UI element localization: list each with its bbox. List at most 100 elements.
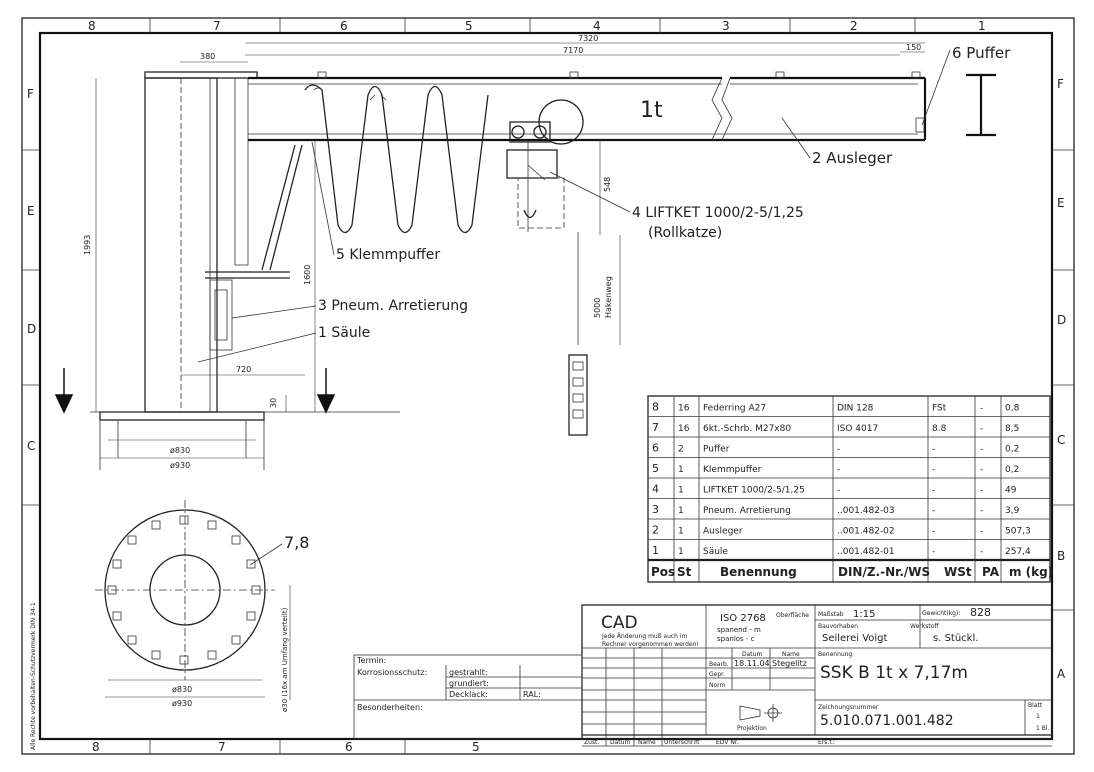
dimension-texts: 7320 7170 380 150 1993 1600 548 5000 Hak… (83, 34, 921, 470)
parts-cell: - (837, 465, 840, 475)
dim-30: 30 (269, 398, 278, 408)
zone-right-D: D (1057, 313, 1066, 327)
bearb-datum: 18.11.04 (734, 659, 770, 668)
parts-cell: 0,2 (1005, 465, 1019, 475)
parts-cell: 1 (678, 547, 684, 557)
parts-cell: - (980, 445, 983, 455)
dim-830-side: ø830 (170, 446, 190, 455)
parts-cell: - (932, 465, 935, 475)
dim-7320: 7320 (578, 34, 598, 43)
ersetzt-label: Ers.f.: (818, 739, 835, 746)
parts-cell: 3,9 (1005, 506, 1020, 516)
parts-cell: - (932, 445, 935, 455)
dim-1993: 1993 (83, 235, 92, 255)
parts-cell: Federring A27 (703, 404, 766, 414)
zone-left-C: C (27, 439, 35, 453)
parts-cell: - (837, 486, 840, 496)
zust-label: Zust. (584, 739, 599, 746)
datum-label: Datum (742, 651, 762, 658)
parts-cell: - (980, 547, 983, 557)
bauvorhaben-label: Bauvorhaben (818, 623, 858, 630)
festoon-cable (304, 84, 489, 234)
dim-hakenweg: Hakenweg (604, 276, 613, 318)
decklack-label: Decklack: (449, 690, 488, 699)
zone-left-F: F (27, 87, 34, 101)
zone-right-A: A (1057, 667, 1066, 681)
dim-1600: 1600 (303, 265, 312, 285)
parts-cell: 7 (652, 421, 659, 434)
parts-cell: FSt (932, 404, 947, 414)
parts-header-cell: Benennung (720, 565, 797, 579)
zone-labels: 8 7 6 5 4 3 2 1 8 7 6 5 F E D C F E D C … (27, 19, 1066, 754)
label-puffer: 6 Puffer (952, 44, 1011, 62)
blatt-count: 1 Bl. (1036, 725, 1050, 732)
blatt-label: Blatt (1028, 702, 1043, 709)
cad-note-2: Rechner vorgenommen werden! (602, 641, 699, 648)
massstab-value: 1:15 (853, 609, 875, 620)
parts-cell: 1 (678, 527, 684, 537)
parts-cell: Puffer (703, 445, 730, 455)
bearb-name: Stegelitz (772, 659, 807, 668)
bearb-label: Bearb. (709, 661, 729, 668)
title-block (353, 604, 1053, 747)
datum2-label: Datum (610, 739, 630, 746)
parts-cell: Klemmpuffer (703, 465, 762, 475)
parts-cell: 0,8 (1005, 404, 1020, 414)
bauvorhaben-value: Seilerei Voigt (822, 633, 888, 644)
zone-top-5: 5 (465, 19, 473, 33)
zone-top-3: 3 (722, 19, 730, 33)
dim-7170: 7170 (563, 46, 583, 55)
zeichnungsnummer-value: 5.010.071.001.482 (820, 713, 954, 729)
label-saeule: 1 Säule (318, 325, 370, 341)
zone-top-8: 8 (88, 19, 96, 33)
blatt-value: 1 (1036, 713, 1040, 720)
parts-cell: 0,2 (1005, 445, 1019, 455)
korrosion-label: Korrosionsschutz: (357, 668, 427, 677)
parts-cell: 8.8 (932, 424, 947, 434)
werkstoff-value: s. Stückl. (933, 633, 978, 644)
gepr-label: Gepr. (709, 671, 725, 678)
zone-right-B: B (1057, 549, 1065, 563)
parts-cell: - (980, 527, 983, 537)
parts-header-cell: m (kg) (1009, 565, 1053, 579)
benennung-value: SSK B 1t x 7,17m (820, 663, 968, 683)
parts-cell: - (932, 506, 935, 516)
parts-cell: 8 (652, 401, 659, 414)
name-label: Name (782, 651, 800, 658)
parts-cell: 1 (678, 506, 684, 516)
zone-top-7: 7 (213, 19, 221, 33)
parts-cell: 6kt.-Schrb. M27x80 (703, 424, 791, 434)
zeichnungsnummer-label: Zeichnungsnummer (818, 704, 879, 711)
dim-930-side: ø930 (170, 461, 190, 470)
parts-cell: 5 (652, 462, 659, 475)
brace-strut (205, 144, 303, 351)
parts-cell: 1 (652, 544, 659, 557)
parts-cell: ..001.482-03 (837, 506, 895, 516)
parts-cell: 257,4 (1005, 547, 1031, 557)
parts-cell: ..001.482-02 (837, 527, 895, 537)
gewicht-value: 828 (970, 606, 991, 619)
oberflaeche-label: Oberfläche (776, 612, 809, 619)
dim-150: 150 (906, 43, 921, 52)
zone-top-2: 2 (850, 19, 858, 33)
parts-cell: 507,3 (1005, 527, 1031, 537)
parts-cell: 1 (678, 465, 684, 475)
parts-cell: LIFTKET 1000/2-5/1,25 (703, 486, 805, 496)
parts-header-cell: Pos (651, 565, 675, 579)
parts-cell: 6 (652, 442, 659, 455)
anchor-holes (107, 515, 261, 665)
parts-header-cell: DIN/Z.-Nr./WS (838, 565, 930, 579)
label-liftket: 4 LIFTKET 1000/2-5/1,25 (632, 205, 804, 221)
parts-cell: - (980, 465, 983, 475)
parts-cell: 1 (678, 486, 684, 496)
dimension-lines (95, 42, 925, 459)
termin-label: Termin: (356, 656, 386, 665)
column-saeule (54, 77, 400, 470)
dim-930-top: ø930 (172, 699, 192, 708)
massstab-label: Maßstab (818, 611, 844, 618)
cad-label: CAD (601, 613, 638, 633)
name2-label: Name (638, 739, 656, 746)
spanend-label: spanend - m (717, 626, 761, 634)
